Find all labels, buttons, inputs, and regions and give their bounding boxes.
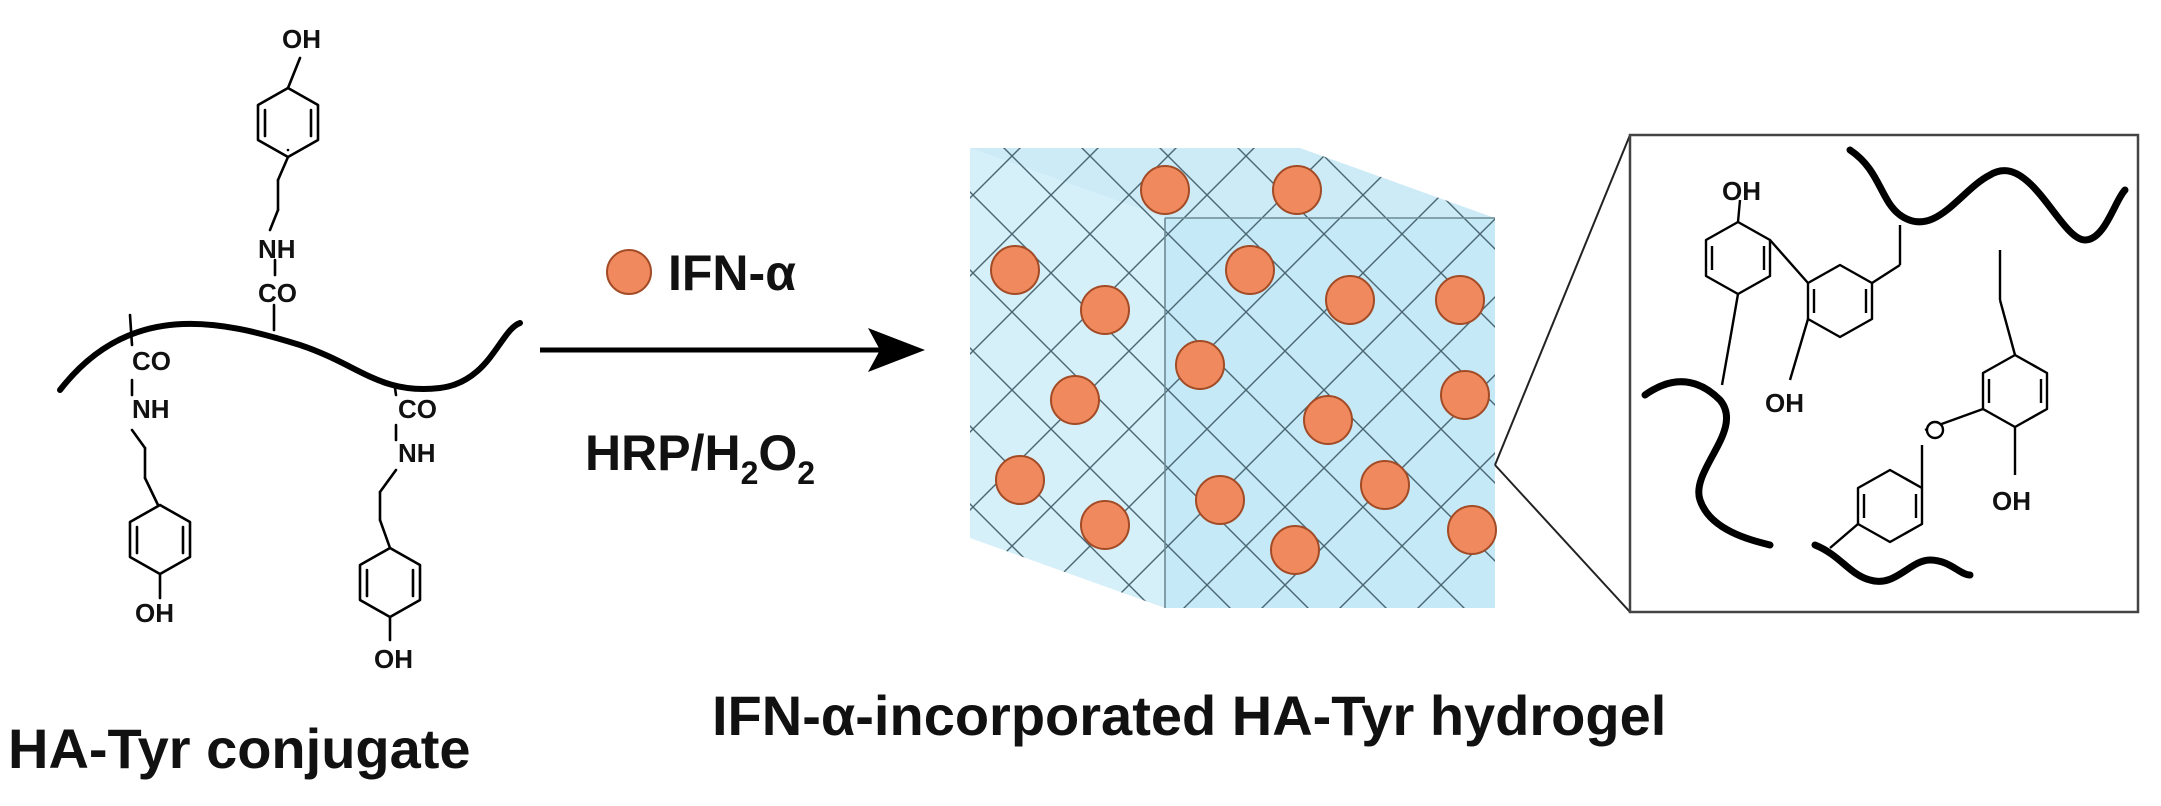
mesh-line bbox=[1307, 148, 1495, 608]
mesh-line bbox=[372, 140, 872, 640]
polymer-chain-top bbox=[1846, 146, 2129, 244]
mesh-line bbox=[216, 140, 716, 640]
oh-label-top: OH bbox=[282, 24, 321, 54]
oh-label-zoom-3: OH bbox=[1992, 486, 2031, 516]
mesh-line bbox=[970, 148, 1029, 608]
cube-top-face bbox=[970, 148, 1495, 218]
ifn-particle bbox=[995, 455, 1045, 505]
ifn-particle bbox=[1435, 275, 1485, 325]
mesh-line bbox=[1151, 148, 1495, 608]
ifn-particle bbox=[1225, 245, 1275, 295]
ifn-particle bbox=[1440, 370, 1490, 420]
catalyst-label: HRP/H2O2 bbox=[585, 425, 815, 491]
tyramine-right bbox=[358, 386, 422, 642]
mesh-line bbox=[970, 148, 1185, 608]
hydrogel-title: IFN-α-incorporated HA-Tyr hydrogel bbox=[712, 684, 1666, 747]
mesh-line bbox=[970, 148, 1185, 608]
mesh-line bbox=[216, 140, 716, 640]
mesh-line bbox=[970, 148, 1263, 608]
conjugate-title: HA-Tyr conjugate bbox=[8, 717, 471, 780]
tyramine-left bbox=[128, 313, 192, 600]
ifn-particle bbox=[1195, 475, 1245, 525]
oh-label-left: OH bbox=[135, 598, 174, 628]
mesh-line bbox=[1385, 148, 1495, 608]
ifn-particles bbox=[990, 165, 1497, 575]
nh-label-right: NH bbox=[398, 438, 436, 468]
mesh-line bbox=[1385, 148, 1495, 608]
nh-label-left: NH bbox=[132, 394, 170, 424]
mesh-line bbox=[372, 140, 872, 640]
zoom-callout-lines bbox=[1494, 134, 1631, 613]
ifn-particle bbox=[1360, 460, 1410, 510]
mesh-line bbox=[970, 148, 1029, 608]
ha-tyr-conjugate-structure bbox=[57, 56, 523, 642]
ifn-particle bbox=[1140, 165, 1190, 215]
crosslink-zoom-box: OH OH OH bbox=[1628, 133, 2140, 614]
mesh-line bbox=[1307, 148, 1495, 608]
co-label-left: CO bbox=[132, 346, 171, 376]
co-label-top: CO bbox=[258, 278, 297, 308]
ifn-particle bbox=[1080, 500, 1130, 550]
mesh-line bbox=[138, 140, 638, 640]
mesh-line bbox=[450, 140, 950, 640]
hydrogel-cube bbox=[60, 140, 1497, 640]
polymer-chain-left bbox=[1641, 378, 1774, 549]
mesh-line bbox=[294, 140, 794, 640]
ifn-particle bbox=[1325, 275, 1375, 325]
oh-label-zoom-2: OH bbox=[1765, 388, 1804, 418]
mesh-line bbox=[995, 148, 1495, 608]
oh-label-zoom-1: OH bbox=[1722, 176, 1761, 206]
ifn-particle bbox=[1050, 375, 1100, 425]
mesh-line bbox=[970, 148, 1107, 608]
ifn-particle bbox=[990, 245, 1040, 295]
mesh-line bbox=[450, 140, 950, 640]
mesh-line bbox=[1073, 148, 1495, 608]
ha-backbone-chain bbox=[57, 320, 523, 393]
nh-label-top: NH bbox=[258, 234, 296, 264]
ifn-particle bbox=[1447, 505, 1497, 555]
ifn-particle-legend-icon bbox=[606, 249, 652, 295]
ifn-particle bbox=[1080, 285, 1130, 335]
polymer-chain-bottom bbox=[1811, 541, 1974, 585]
ifn-particle bbox=[1303, 395, 1353, 445]
ifn-alpha-label: IFN-α bbox=[668, 245, 796, 301]
oh-label-right: OH bbox=[374, 644, 413, 674]
ifn-particle bbox=[1272, 165, 1322, 215]
conjugate-group-labels: OH NH CO CO NH OH CO NH OH bbox=[132, 24, 437, 674]
ether-oxygen bbox=[1925, 420, 1945, 440]
mesh-line bbox=[294, 140, 794, 640]
reaction-arrow bbox=[540, 328, 925, 372]
mesh-line bbox=[60, 140, 560, 640]
ifn-particle bbox=[1175, 340, 1225, 390]
co-label-right: CO bbox=[398, 394, 437, 424]
cube-edges bbox=[1164, 217, 1495, 608]
mesh-line bbox=[970, 148, 1107, 608]
mesh-line bbox=[138, 140, 638, 640]
tyramine-top bbox=[256, 56, 320, 332]
mesh-line bbox=[60, 140, 560, 640]
ifn-particle bbox=[1270, 525, 1320, 575]
